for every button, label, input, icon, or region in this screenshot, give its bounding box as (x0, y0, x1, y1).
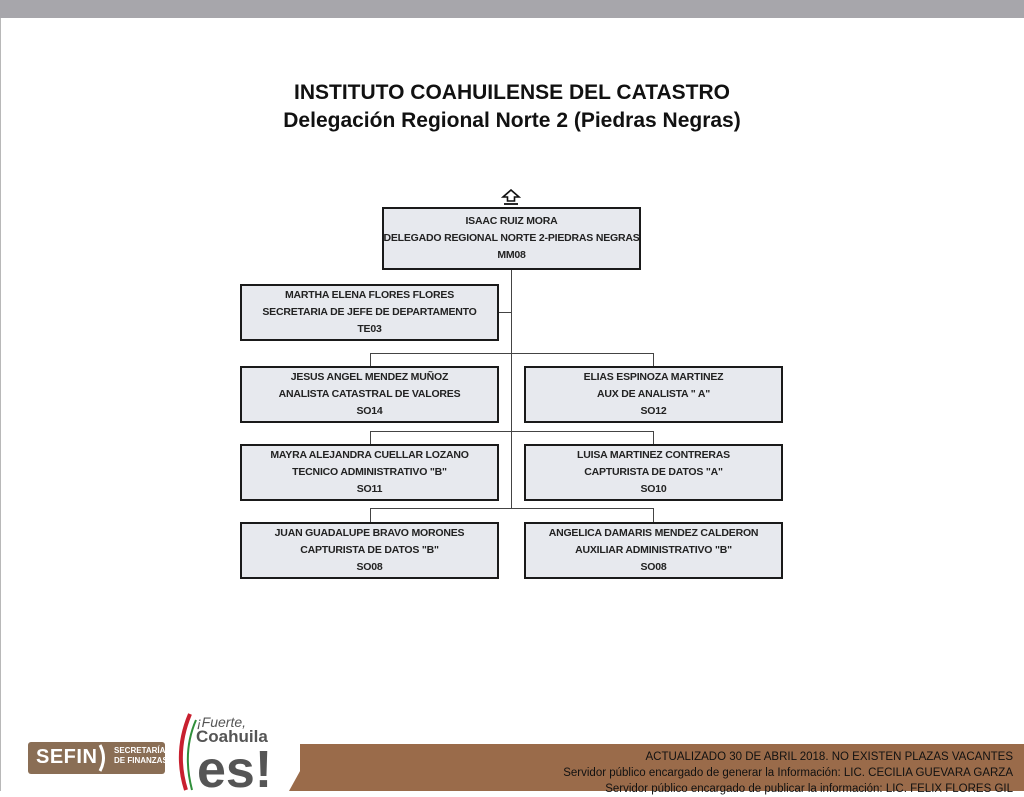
box-position: ANALISTA CATASTRAL DE VALORES (278, 388, 461, 400)
org-box-staff: MAYRA ALEJANDRA CUELLAR LOZANO TECNICO A… (240, 444, 499, 501)
box-name: ANGELICA DAMARIS MENDEZ CALDERON (548, 527, 759, 539)
box-name: JUAN GUADALUPE BRAVO MORONES (274, 527, 465, 539)
coahuila-name: Coahuila (196, 727, 268, 746)
assistant-connector (498, 312, 512, 313)
box-position: DELEGADO REGIONAL NORTE 2-PIEDRAS NEGRAS (383, 232, 640, 244)
row1-drop-left (370, 353, 371, 367)
box-code: SO14 (356, 405, 383, 417)
org-box-staff: LUISA MARTINEZ CONTRERAS CAPTURISTA DE D… (524, 444, 783, 501)
page-subtitle: Delegación Regional Norte 2 (Piedras Neg… (283, 109, 741, 132)
box-code: SO08 (640, 561, 667, 573)
page-title: INSTITUTO COAHUILENSE DEL CATASTRO (294, 81, 730, 104)
coahuila-slogan: ¡Fuerte, (197, 714, 247, 730)
footer-bar (300, 744, 1024, 791)
row2-connector (370, 431, 654, 432)
box-code: SO10 (640, 483, 667, 495)
trunk-line (511, 270, 512, 508)
row2-drop-right (653, 431, 654, 445)
coahuila-arc-icon (178, 713, 197, 791)
box-code: SO08 (356, 561, 383, 573)
org-box-staff: ANGELICA DAMARIS MENDEZ CALDERON AUXILIA… (524, 522, 783, 579)
coahuila-es-logo: es! (197, 741, 272, 791)
box-position: AUXILIAR ADMINISTRATIVO "B" (575, 544, 732, 556)
org-box-staff: JESUS ANGEL MENDEZ MUÑOZ ANALISTA CATAST… (240, 366, 499, 423)
footer-updated: ACTUALIZADO 30 DE ABRIL 2018. NO EXISTEN… (645, 751, 1013, 763)
sefin-logo-subtitle: SECRETARÍA DE FINANZAS (114, 746, 168, 765)
sefin-divider-icon (98, 744, 105, 772)
box-name: ELIAS ESPINOZA MARTINEZ (583, 371, 724, 383)
box-position: AUX DE ANALISTA " A" (596, 388, 711, 400)
box-position: CAPTURISTA DE DATOS "B" (300, 544, 439, 556)
box-position: CAPTURISTA DE DATOS "A" (584, 466, 723, 478)
box-code: TE03 (357, 323, 382, 335)
sefin-logo (28, 742, 165, 774)
box-name: MAYRA ALEJANDRA CUELLAR LOZANO (270, 449, 469, 461)
box-code: MM08 (497, 249, 526, 261)
box-name: MARTHA ELENA FLORES FLORES (284, 289, 455, 301)
box-position: SECRETARIA DE JEFE DE DEPARTAMENTO (262, 306, 477, 318)
row3-drop-right (653, 508, 654, 522)
box-name: JESUS ANGEL MENDEZ MUÑOZ (290, 371, 449, 383)
row1-connector (370, 353, 654, 354)
org-box-assistant: MARTHA ELENA FLORES FLORES SECRETARIA DE… (240, 284, 499, 341)
sefin-logo-word: SEFIN (36, 746, 98, 768)
row2-drop-left (370, 431, 371, 445)
left-border (0, 18, 1, 791)
row3-connector (370, 508, 654, 509)
box-name: LUISA MARTINEZ CONTRERAS (577, 449, 730, 461)
box-position: TECNICO ADMINISTRATIVO "B" (292, 466, 447, 478)
org-box-staff: ELIAS ESPINOZA MARTINEZ AUX DE ANALISTA … (524, 366, 783, 423)
footer-generator: Servidor público encargado de generar la… (563, 767, 1013, 779)
row1-drop-right (653, 353, 654, 367)
row3-drop-left (370, 508, 371, 522)
box-code: SO12 (640, 405, 667, 417)
up-arrow-icon[interactable] (501, 189, 521, 206)
top-bar (0, 0, 1024, 18)
box-name: ISAAC RUIZ MORA (465, 215, 558, 227)
box-code: SO11 (356, 483, 383, 495)
org-box-staff: JUAN GUADALUPE BRAVO MORONES CAPTURISTA … (240, 522, 499, 579)
footer-publisher: Servidor público encargado de publicar l… (605, 783, 1013, 795)
org-box-head: ISAAC RUIZ MORA DELEGADO REGIONAL NORTE … (382, 207, 641, 270)
coahuila-es-text: es! (197, 741, 272, 791)
